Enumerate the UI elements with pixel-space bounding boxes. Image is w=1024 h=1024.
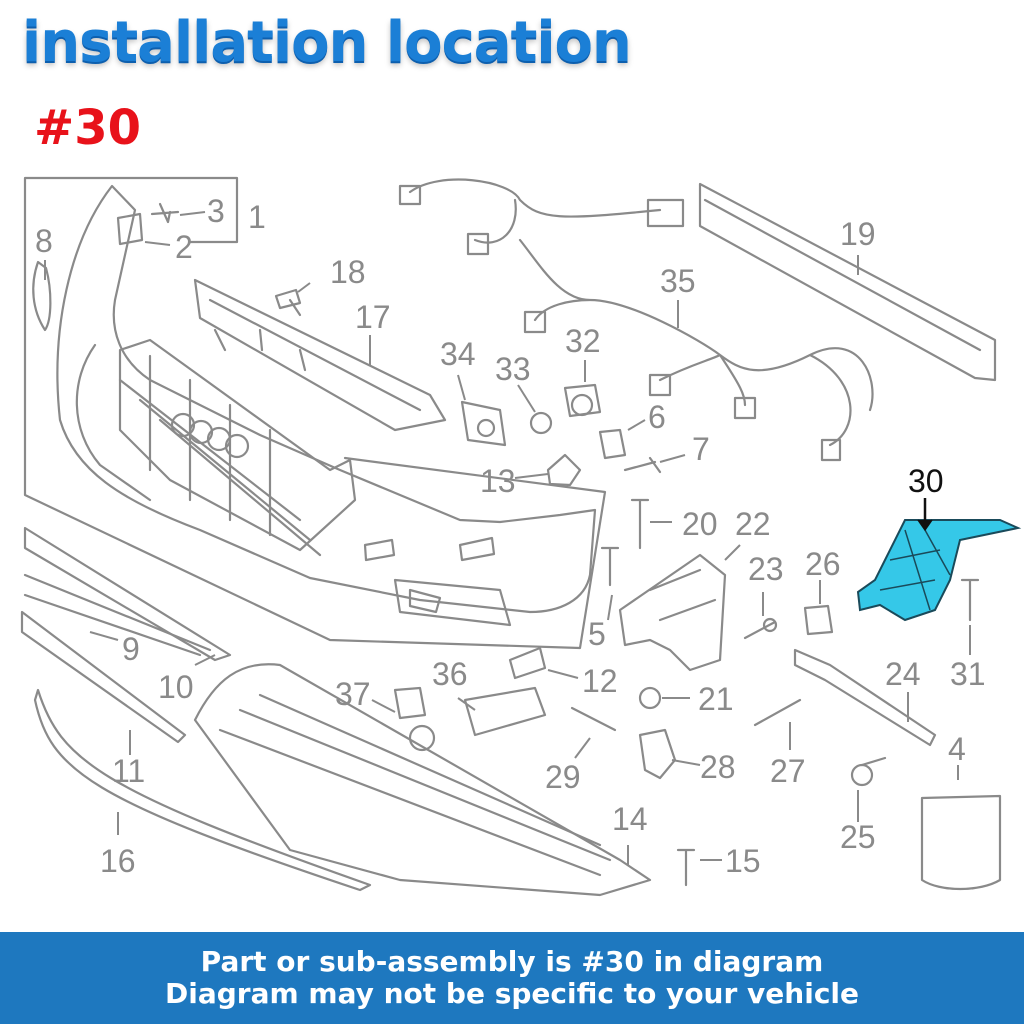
callout-8: 8 [35,223,53,259]
part-number-label: #30 [34,100,142,156]
callout-25: 25 [840,819,876,855]
callout-17: 17 [355,299,391,335]
callout-14: 14 [612,801,648,837]
callout-6: 6 [648,399,666,435]
callout-19: 19 [840,216,876,252]
callout-31: 31 [950,656,986,692]
callout-11: 11 [112,753,145,789]
highlighted-part-30 [856,519,1022,622]
callout-26: 26 [805,546,841,582]
page-title: installation location [22,10,632,75]
callout-21: 21 [698,681,734,717]
callout-29: 29 [545,759,581,795]
callout-16: 16 [100,843,136,879]
callout-18: 18 [330,254,366,290]
callout-34: 34 [440,336,476,372]
callout-9: 9 [122,631,140,667]
footer-disclaimer: Diagram may not be specific to your vehi… [165,977,859,1010]
callout-27: 27 [770,753,806,789]
footer-banner: Part or sub-assembly is #30 in diagram D… [0,932,1024,1024]
callout-33: 33 [495,351,531,387]
footer-prefix: Part or sub-assembly is [200,945,572,978]
callout-7: 7 [692,431,710,467]
callout-15: 15 [725,843,761,879]
callout-1: 1 [248,199,266,235]
callout-28: 28 [700,749,736,785]
callout-2: 2 [175,229,193,265]
callout-24: 24 [885,656,921,692]
callout-23: 23 [748,551,784,587]
callout-32: 32 [565,323,601,359]
parts-diagram: 1 2 3 4 5 6 7 8 9 10 11 12 13 14 15 16 1… [20,176,1022,897]
callout-22: 22 [735,506,771,542]
bumper-panel-outline [23,176,607,650]
callout-10: 10 [158,669,194,705]
callout-36: 36 [432,656,468,692]
callout-13: 13 [480,463,516,499]
callout-12: 12 [582,663,618,699]
footer-part-number: #30 [581,945,644,978]
callout-37: 37 [335,676,371,712]
callout-4: 4 [948,731,966,767]
front-bumper-cover [56,184,597,614]
callout-20: 20 [682,506,718,542]
callout-3: 3 [207,193,225,229]
callout-30: 30 [908,463,944,499]
footer-suffix: in diagram [653,945,824,978]
callout-35: 35 [660,263,696,299]
footer-line-1: Part or sub-assembly is #30 in diagram [0,946,1024,978]
callout-5: 5 [588,616,606,652]
